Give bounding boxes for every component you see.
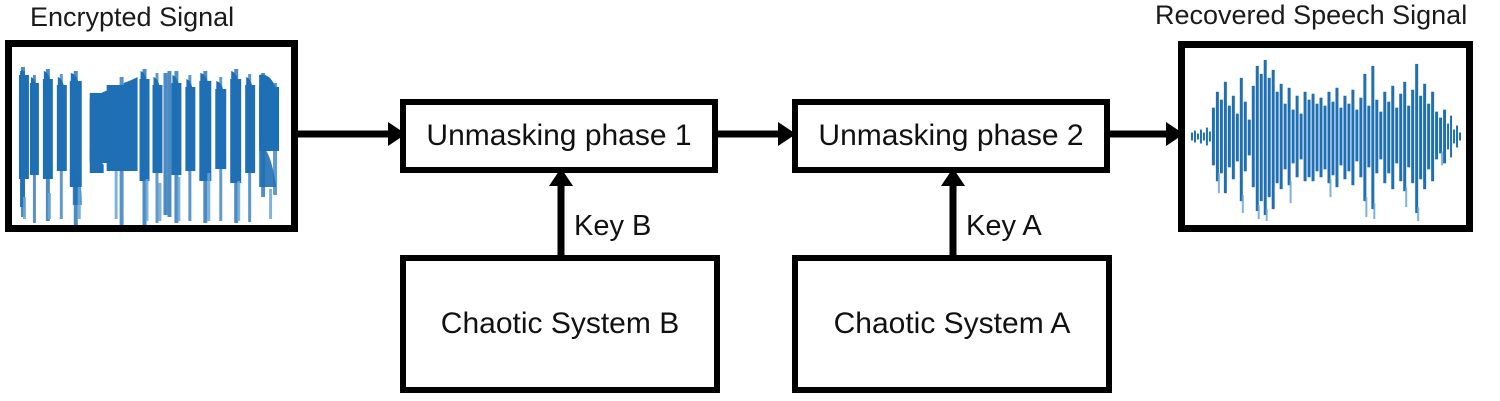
waveform-icon bbox=[1190, 59, 1462, 222]
encrypted-signal-title: Encrypted Signal bbox=[30, 2, 235, 32]
chaotic-system-a-box: Chaotic System A bbox=[792, 255, 1112, 393]
encrypted-signal-panel bbox=[5, 40, 298, 232]
unmasking-phase-1-label: Unmasking phase 1 bbox=[426, 119, 692, 152]
arrow-encrypted-to-unmasking-1 bbox=[296, 119, 406, 149]
key-a-label: Key A bbox=[966, 210, 1042, 242]
arrow-unmasking-1-to-unmasking-2 bbox=[714, 119, 796, 149]
chaotic-system-a-label: Chaotic System A bbox=[833, 307, 1071, 340]
unmasking-phase-2-label: Unmasking phase 2 bbox=[818, 119, 1084, 152]
key-b-label: Key B bbox=[574, 210, 652, 242]
recovered-signal-panel bbox=[1178, 41, 1473, 232]
recovered-speech-signal-title: Recovered Speech Signal bbox=[1155, 0, 1468, 30]
chaotic-system-b-box: Chaotic System B bbox=[400, 255, 720, 393]
chaotic-system-b-label: Chaotic System B bbox=[440, 307, 680, 340]
arrow-unmasking-2-to-recovered bbox=[1106, 119, 1184, 149]
arrow-key-b-to-unmasking-1 bbox=[546, 168, 576, 260]
unmasking-phase-1-box: Unmasking phase 1 bbox=[400, 99, 718, 173]
waveform-icon bbox=[18, 67, 280, 225]
arrow-key-a-to-unmasking-2 bbox=[938, 168, 968, 260]
unmasking-phase-2-box: Unmasking phase 2 bbox=[792, 99, 1110, 173]
